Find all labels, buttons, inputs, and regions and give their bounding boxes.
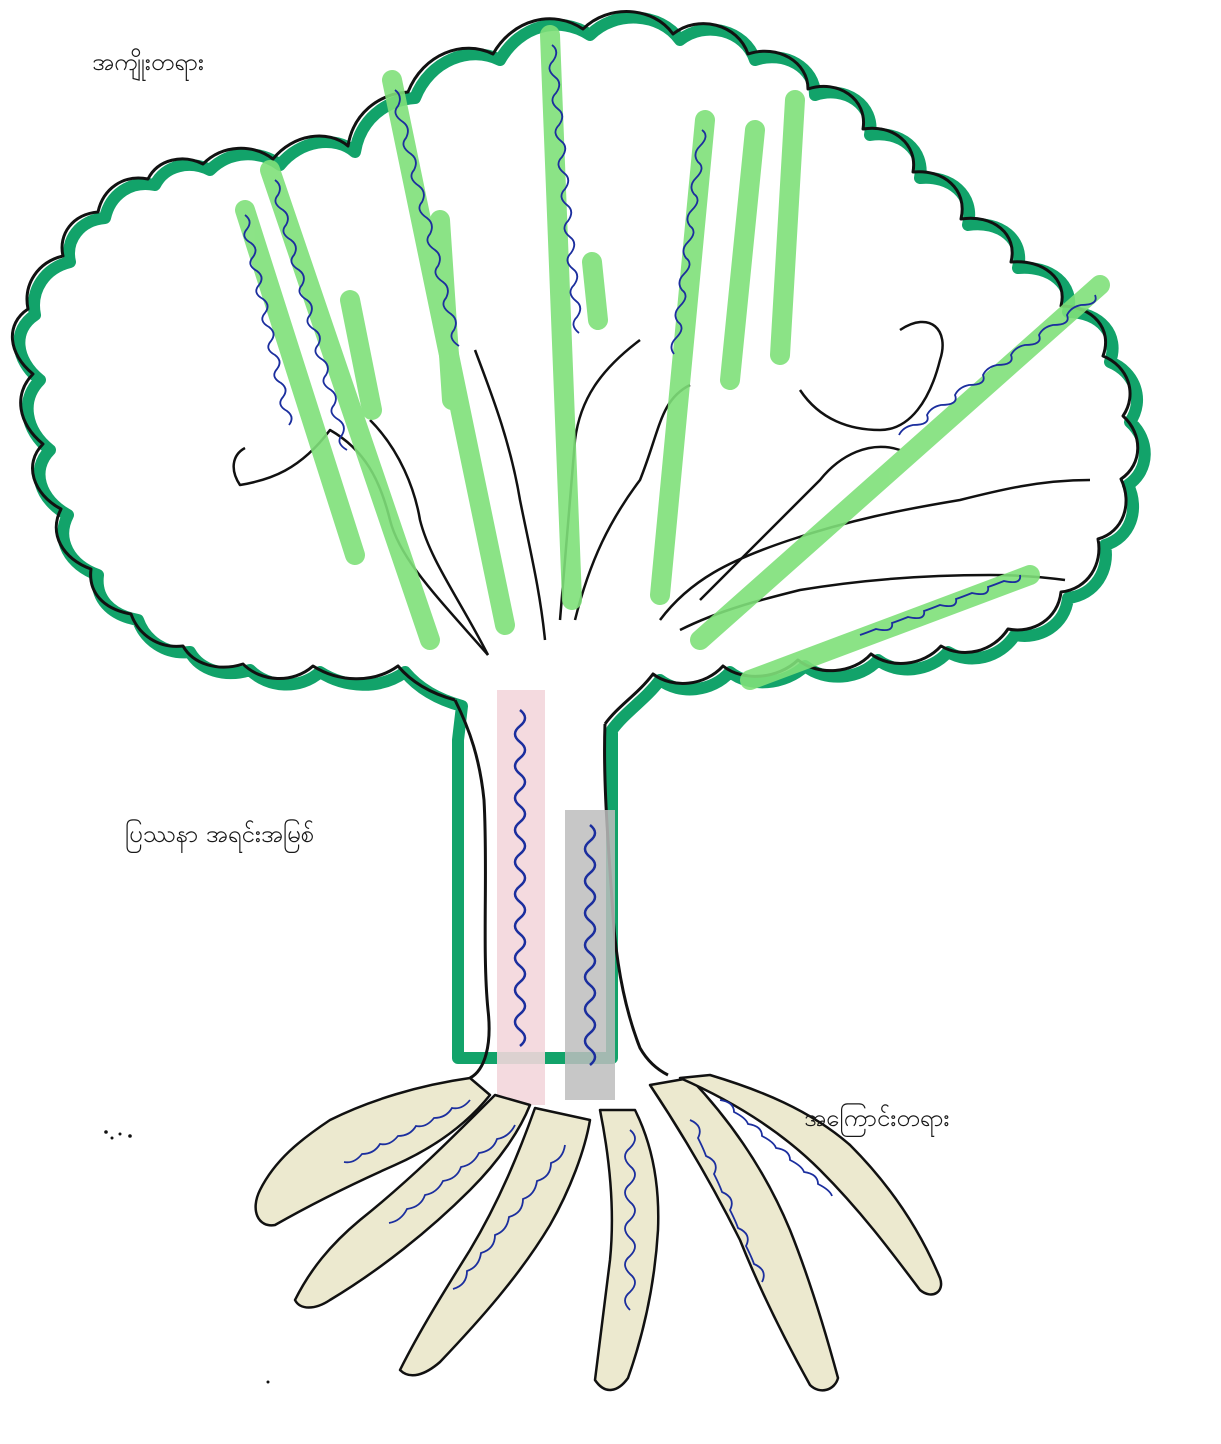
trunk-highlight-left [497, 690, 545, 1105]
causes-label: အကြောင်းတရား [804, 1102, 949, 1138]
core-problem-label: ပြဿနာ အရင်းအမြစ် [125, 818, 314, 854]
trunk-highlight-right [565, 810, 615, 1100]
branch-highlights [245, 35, 1100, 680]
stray-marks [104, 1130, 269, 1383]
effects-label: အကျိုးတရား [92, 46, 204, 82]
